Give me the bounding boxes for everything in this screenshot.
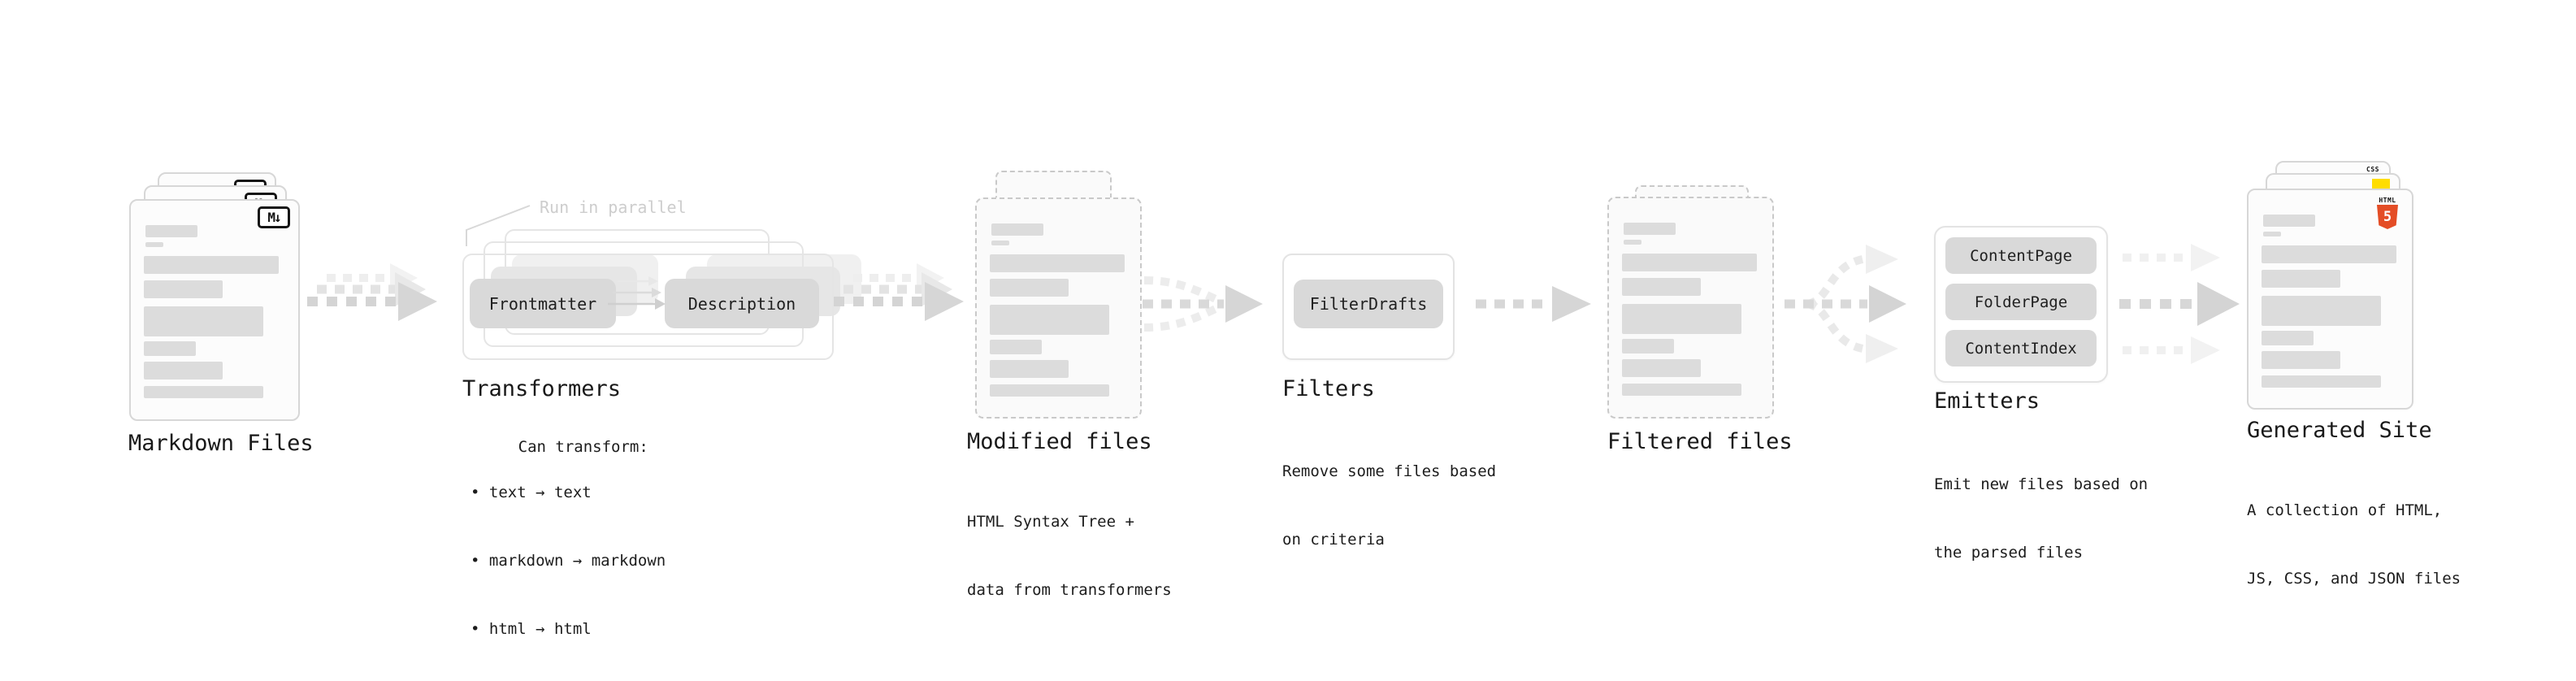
placeholder-bar [2262, 245, 2396, 263]
placeholder-bar [144, 341, 196, 356]
description-line: on criteria [1282, 531, 1385, 549]
transformer-card-front [462, 254, 834, 360]
description-line: the parsed files [1934, 544, 2084, 562]
modified-files-description: HTML Syntax Tree + data from transformer… [967, 465, 1172, 647]
placeholder-bar [991, 241, 1009, 245]
placeholder-bar [144, 256, 279, 274]
filters-label: Filters [1282, 376, 1375, 401]
filtered-file-front [1607, 197, 1774, 419]
frontmatter-pill: Frontmatter [470, 279, 616, 328]
html5-icon-caption: HTML [2379, 197, 2396, 204]
placeholder-bar [145, 225, 197, 237]
generated-site-description: A collection of HTML, JS, CSS, and JSON … [2247, 453, 2461, 635]
markdown-file-front: M↓ [129, 199, 300, 421]
placeholder-bar [991, 223, 1043, 236]
filterdrafts-pill: FilterDrafts [1294, 280, 1443, 328]
run-in-parallel-note: Run in parallel [540, 197, 687, 217]
stacked-arrow-icon [834, 263, 964, 321]
placeholder-bar [990, 360, 1069, 378]
placeholder-bar [1622, 304, 1741, 334]
markdown-files-label: Markdown Files [128, 431, 314, 456]
js-icon [2372, 179, 2390, 189]
merge-arrow-icon [1143, 276, 1263, 332]
description-line: HTML Syntax Tree + [967, 513, 1134, 531]
filtered-files-label: Filtered files [1607, 429, 1793, 454]
split-arrow-icon [1785, 245, 1906, 363]
modified-files-label: Modified files [967, 429, 1152, 454]
placeholder-bar [990, 384, 1109, 397]
placeholder-bar [144, 386, 263, 398]
html5-icon-shield: 5 [2377, 205, 2398, 229]
placeholder-bar [2262, 375, 2381, 388]
description-line: Remove some files based [1282, 462, 1497, 480]
placeholder-bar [145, 242, 163, 247]
placeholder-bar [1622, 278, 1701, 296]
placeholder-bar [1622, 359, 1701, 377]
placeholder-bar [144, 280, 223, 298]
html-file-front: HTML 5 [2247, 189, 2413, 410]
placeholder-bar [990, 340, 1042, 354]
placeholder-bar [2262, 296, 2381, 326]
transform-arrows-icon [608, 276, 666, 310]
description-line: Emit new files based on [1934, 475, 2149, 493]
css-icon-text: CSS [2366, 166, 2379, 173]
description-line: data from transformers [967, 581, 1172, 599]
contentpage-pill: ContentPage [1945, 237, 2097, 274]
triple-arrow-icon [2119, 244, 2240, 364]
dashed-arrow-icon [1476, 286, 1591, 322]
placeholder-bar [2263, 232, 2281, 236]
placeholder-bar [2263, 215, 2315, 227]
modified-file-front [975, 197, 1142, 419]
contentindex-pill: ContentIndex [1945, 330, 2097, 367]
description-pill: Description [665, 279, 819, 328]
filters-description: Remove some files based on criteria [1282, 414, 1496, 596]
placeholder-bar [144, 306, 263, 336]
callout-line [466, 205, 531, 246]
transformers-description: Can transform: • text → text • markdown … [462, 413, 666, 681]
transformers-label: Transformers [462, 376, 622, 401]
stacked-arrow-icon [307, 263, 437, 321]
placeholder-bar [2262, 351, 2340, 369]
transform-bullet: • text → text [471, 484, 592, 501]
transform-bullet: • markdown → markdown [471, 552, 666, 570]
emitters-description: Emit new files based on the parsed files [1934, 427, 2148, 609]
placeholder-bar [990, 254, 1125, 272]
can-transform-title: Can transform: [518, 438, 648, 456]
transform-bullet: • html → html [471, 620, 592, 638]
placeholder-bar [2262, 331, 2314, 345]
description-line: JS, CSS, and JSON files [2247, 570, 2461, 588]
description-line: A collection of HTML, [2247, 501, 2443, 519]
markdown-icon: M↓ [258, 206, 290, 228]
placeholder-bar [1624, 240, 1641, 245]
placeholder-bar [1622, 339, 1674, 354]
generated-site-label: Generated Site [2247, 418, 2432, 443]
html5-icon: HTML 5 [2373, 197, 2402, 229]
placeholder-bar [1624, 223, 1676, 235]
placeholder-bar [2262, 270, 2340, 288]
placeholder-bar [144, 362, 223, 380]
placeholder-bar [1622, 384, 1741, 396]
placeholder-bar [990, 279, 1069, 297]
folderpage-pill: FolderPage [1945, 284, 2097, 320]
placeholder-bar [1622, 254, 1757, 271]
placeholder-bar [990, 305, 1109, 335]
emitters-label: Emitters [1934, 388, 2040, 414]
